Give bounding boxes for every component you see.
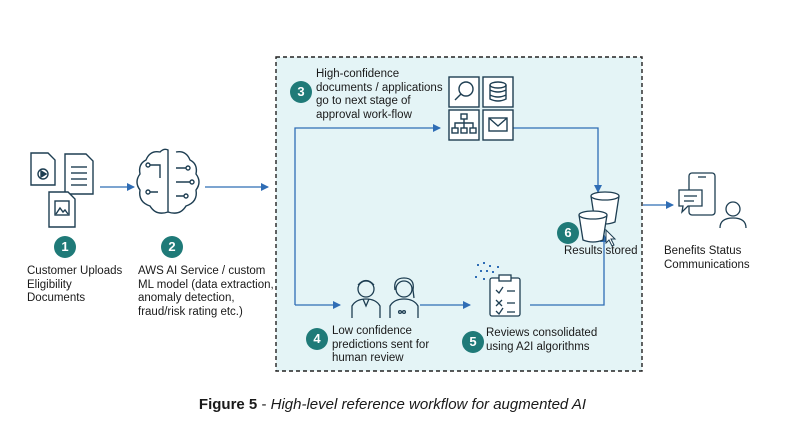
step-2-label: AWS AI Service / custom ML model (data e… <box>138 265 274 318</box>
ai-brain-icon <box>136 148 200 214</box>
reviewer-icon <box>351 279 381 318</box>
step-badge-1: 1 <box>54 236 76 258</box>
caption-prefix: Figure 5 <box>198 396 258 413</box>
caption-text: High-level reference workflow for augmen… <box>270 396 587 413</box>
step-badge-3: 3 <box>290 81 312 103</box>
arrow-approval-to-storage <box>512 127 602 193</box>
caption-separator: - <box>257 396 271 413</box>
step-badge-6: 6 <box>557 222 579 244</box>
flow-arrows <box>100 124 674 309</box>
step-5-label: Reviews consolidated using A2I algorithm… <box>486 327 598 353</box>
step-badge-4: 4 <box>306 328 328 350</box>
arrow-review-to-storage <box>530 234 608 306</box>
mail-icon <box>482 109 514 141</box>
storage-icon <box>578 191 620 243</box>
search-icon <box>448 76 480 108</box>
hierarchy-icon <box>448 109 480 141</box>
step-badge-2: 2 <box>161 236 183 258</box>
step-6-label: Results stored <box>564 245 638 257</box>
reviewer-icon <box>389 277 419 318</box>
communications-icon <box>678 172 747 229</box>
step-badge-5: 5 <box>462 331 484 353</box>
figure-caption: Figure 5 - High-level reference workflow… <box>0 396 785 413</box>
step-4-label: Low confidence predictions sent for huma… <box>332 325 430 364</box>
document-icon <box>30 152 94 228</box>
sparkle-dots <box>475 262 499 280</box>
arrow-to-high-confidence <box>294 124 441 305</box>
benefits-label: Benefits Status Communications <box>664 245 750 271</box>
checklist-icon <box>489 274 521 317</box>
cursor-icon <box>605 228 617 247</box>
step-3-label: High-confidence documents / applications… <box>316 68 443 121</box>
database-icon <box>482 76 514 108</box>
step-1-label: Customer Uploads Eligibility Documents <box>27 265 123 304</box>
